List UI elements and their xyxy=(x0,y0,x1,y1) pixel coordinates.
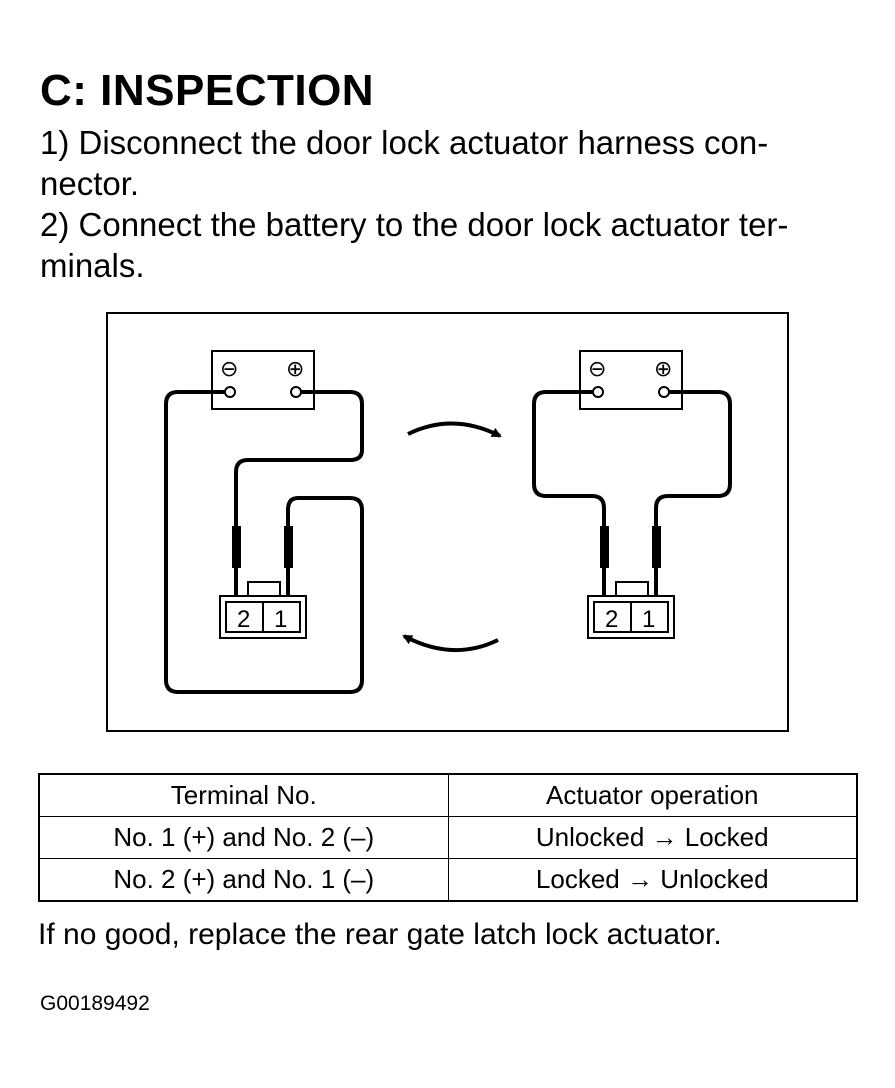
step-1-line-2: nector. xyxy=(40,165,140,202)
right-battery xyxy=(579,350,683,410)
left-wire-negative xyxy=(164,390,364,694)
header-actuator-operation: Actuator operation xyxy=(447,773,858,817)
step-1: 1) Disconnect the door lock actuator har… xyxy=(40,122,860,204)
table-header-row: Terminal No. Actuator operation xyxy=(38,773,858,817)
step-2: 2) Connect the battery to the door lock … xyxy=(40,204,860,286)
step-2-line-1: 2) Connect the battery to the door lock … xyxy=(40,206,789,243)
wiring-diagram-svg: ⊖ ⊕ 2 1 ⊖ ⊕ xyxy=(164,350,732,694)
left-wire-positive xyxy=(234,390,364,600)
right-wire-positive xyxy=(654,390,732,600)
header-terminal-no: Terminal No. xyxy=(38,773,449,817)
arrow-right-icon xyxy=(407,421,502,438)
table-row: No. 1 (+) and No. 2 (–) Unlocked → Locke… xyxy=(38,816,858,859)
right-terminal-1: 1 xyxy=(642,606,655,633)
left-terminal-1: 1 xyxy=(274,606,287,633)
right-battery-plus-icon: ⊕ xyxy=(654,357,672,382)
step-2-line-2: minals. xyxy=(40,247,145,284)
left-assembly: ⊖ ⊕ 2 1 xyxy=(164,350,364,694)
wiring-diagram: ⊖ ⊕ 2 1 ⊖ ⊕ xyxy=(106,312,789,732)
right-assembly: ⊖ ⊕ 2 1 xyxy=(532,350,732,639)
left-battery-plus-icon: ⊕ xyxy=(286,357,304,382)
left-terminal-2: 2 xyxy=(237,606,250,633)
table-cell: No. 1 (+) and No. 2 (–) xyxy=(38,816,449,859)
figure-code: G00189492 xyxy=(40,992,150,1015)
left-battery-minus-icon: ⊖ xyxy=(220,357,238,382)
right-battery-minus-icon: ⊖ xyxy=(588,357,606,382)
table-cell: No. 2 (+) and No. 1 (–) xyxy=(38,858,449,902)
arrow-left-icon xyxy=(402,634,499,653)
left-battery xyxy=(211,350,315,410)
right-wire-negative xyxy=(532,390,606,600)
replacement-note: If no good, replace the rear gate latch … xyxy=(38,918,722,951)
table-cell: Unlocked → Locked xyxy=(447,816,858,859)
step-1-line-1: 1) Disconnect the door lock actuator har… xyxy=(40,124,769,161)
actuator-table: Terminal No. Actuator operation No. 1 (+… xyxy=(38,773,858,902)
section-heading: C: INSPECTION xyxy=(40,66,375,115)
table-cell: Locked → Unlocked xyxy=(447,858,858,902)
right-terminal-2: 2 xyxy=(605,606,618,633)
table-row: No. 2 (+) and No. 1 (–) Locked → Unlocke… xyxy=(38,858,858,902)
